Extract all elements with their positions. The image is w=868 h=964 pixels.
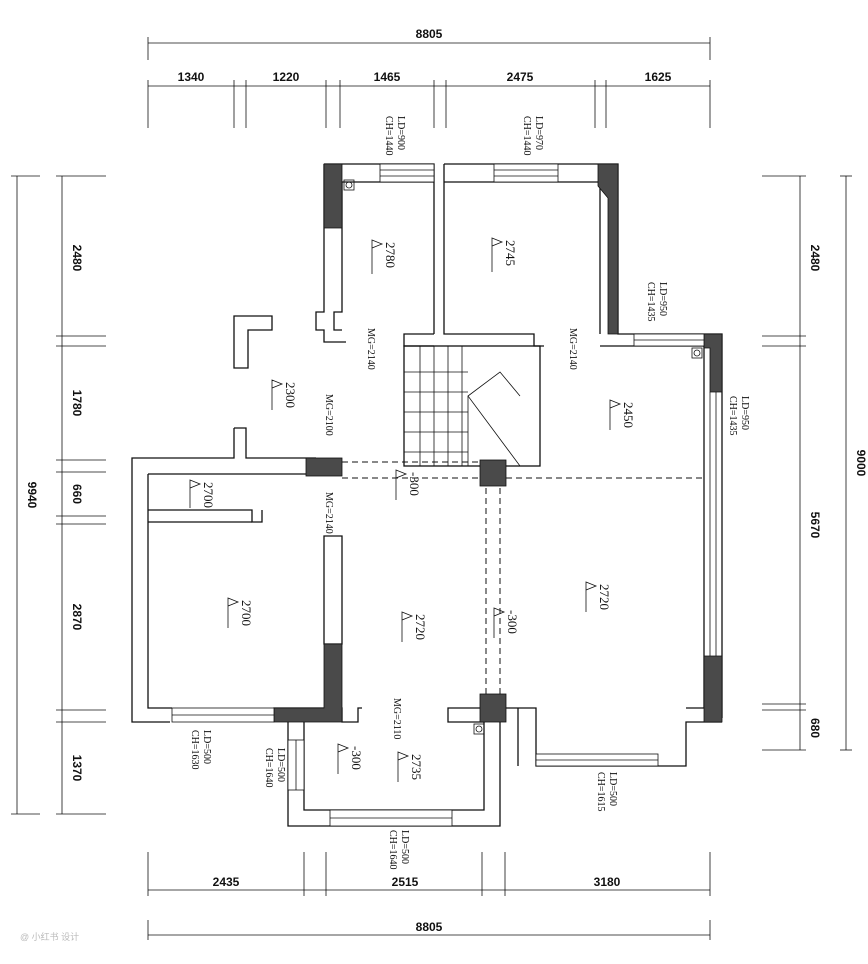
left-dim-4: 2870 <box>70 604 84 631</box>
level-marker: -300 <box>407 472 422 496</box>
right-dim-1: 2480 <box>808 245 822 272</box>
level-marker: 2735 <box>409 754 424 780</box>
structural-columns <box>273 163 723 723</box>
door-mark: MG=2100 <box>323 394 334 436</box>
window-label-ch: CH=1435 <box>727 396 738 436</box>
bottom-dim-2: 2515 <box>392 875 419 889</box>
door-marks: MG=2140 MG=2140 MG=2100 MG=2140 MG=2110 <box>323 328 578 739</box>
walls <box>131 163 723 827</box>
level-marker: -300 <box>349 746 364 770</box>
window-label-ld: LD=900 <box>395 116 406 150</box>
window-labels: LD=900 CH=1440 LD=970 CH=1440 LD=950 CH=… <box>189 116 750 870</box>
window-label-ch: CH=1640 <box>387 830 398 870</box>
level-marker: 2300 <box>283 382 298 408</box>
bottom-dim-1: 2435 <box>213 875 240 889</box>
top-total-dim: 8805 <box>416 27 443 41</box>
window-label-ch: CH=1440 <box>521 116 532 156</box>
level-marker: 2700 <box>239 600 254 626</box>
window-label-ch: CH=1640 <box>263 748 274 788</box>
right-total-dim: 9000 <box>854 450 868 477</box>
left-dim-2: 1780 <box>70 390 84 417</box>
top-dimension-chain: 8805 1340 1220 1465 2475 1625 <box>147 27 711 128</box>
beam-lines <box>342 461 704 694</box>
bottom-dimension-chain: 2435 2515 3180 8805 <box>147 852 711 940</box>
window-label-ld: LD=970 <box>533 116 544 150</box>
left-dim-1: 2480 <box>70 245 84 272</box>
window-label-ld: LD=950 <box>657 282 668 316</box>
window-label-ch: CH=1630 <box>189 730 200 770</box>
window-label-ld: LD=950 <box>739 396 750 430</box>
left-dimension-chain: 9940 2480 1780 660 2870 1370 <box>11 175 106 815</box>
left-total-dim: 9940 <box>25 482 39 509</box>
level-marker: 2720 <box>413 614 428 640</box>
top-dim-5: 1625 <box>645 70 672 84</box>
bottom-total-dim: 8805 <box>416 920 443 934</box>
right-dimension-chain: 2480 5670 680 9000 <box>762 175 868 751</box>
door-mark: MG=2140 <box>323 492 334 534</box>
level-marker: 2700 <box>201 482 216 508</box>
bottom-dim-3: 3180 <box>594 875 621 889</box>
left-dim-3: 660 <box>70 484 84 504</box>
level-marker: 2720 <box>597 584 612 610</box>
top-dim-3: 1465 <box>374 70 401 84</box>
watermark: @ 小红书 设计 <box>20 931 79 942</box>
level-marker: 2450 <box>621 402 636 428</box>
staircase <box>403 345 541 467</box>
door-mark: MG=2140 <box>567 328 578 370</box>
window-label-ch: CH=1615 <box>595 772 606 812</box>
window-label-ch: CH=1440 <box>383 116 394 156</box>
right-dim-3: 680 <box>808 718 822 738</box>
top-dim-2: 1220 <box>273 70 300 84</box>
window-label-ld: LD=500 <box>275 748 286 782</box>
top-dim-1: 1340 <box>178 70 205 84</box>
door-mark: MG=2140 <box>365 328 376 370</box>
top-dim-4: 2475 <box>507 70 534 84</box>
door-mark: MG=2110 <box>391 698 402 739</box>
window-label-ld: LD=500 <box>201 730 212 764</box>
right-dim-2: 5670 <box>808 512 822 539</box>
level-marker: 2745 <box>503 240 518 266</box>
left-dim-5: 1370 <box>70 755 84 782</box>
window-label-ld: LD=500 <box>399 830 410 864</box>
level-marker: 2780 <box>383 242 398 268</box>
window-label-ch: CH=1435 <box>645 282 656 322</box>
window-label-ld: LD=500 <box>607 772 618 806</box>
level-markers: 2780 2745 2300 2450 -300 2700 2700 2720 … <box>189 237 636 782</box>
level-marker: -300 <box>505 610 520 634</box>
windows <box>171 163 705 827</box>
